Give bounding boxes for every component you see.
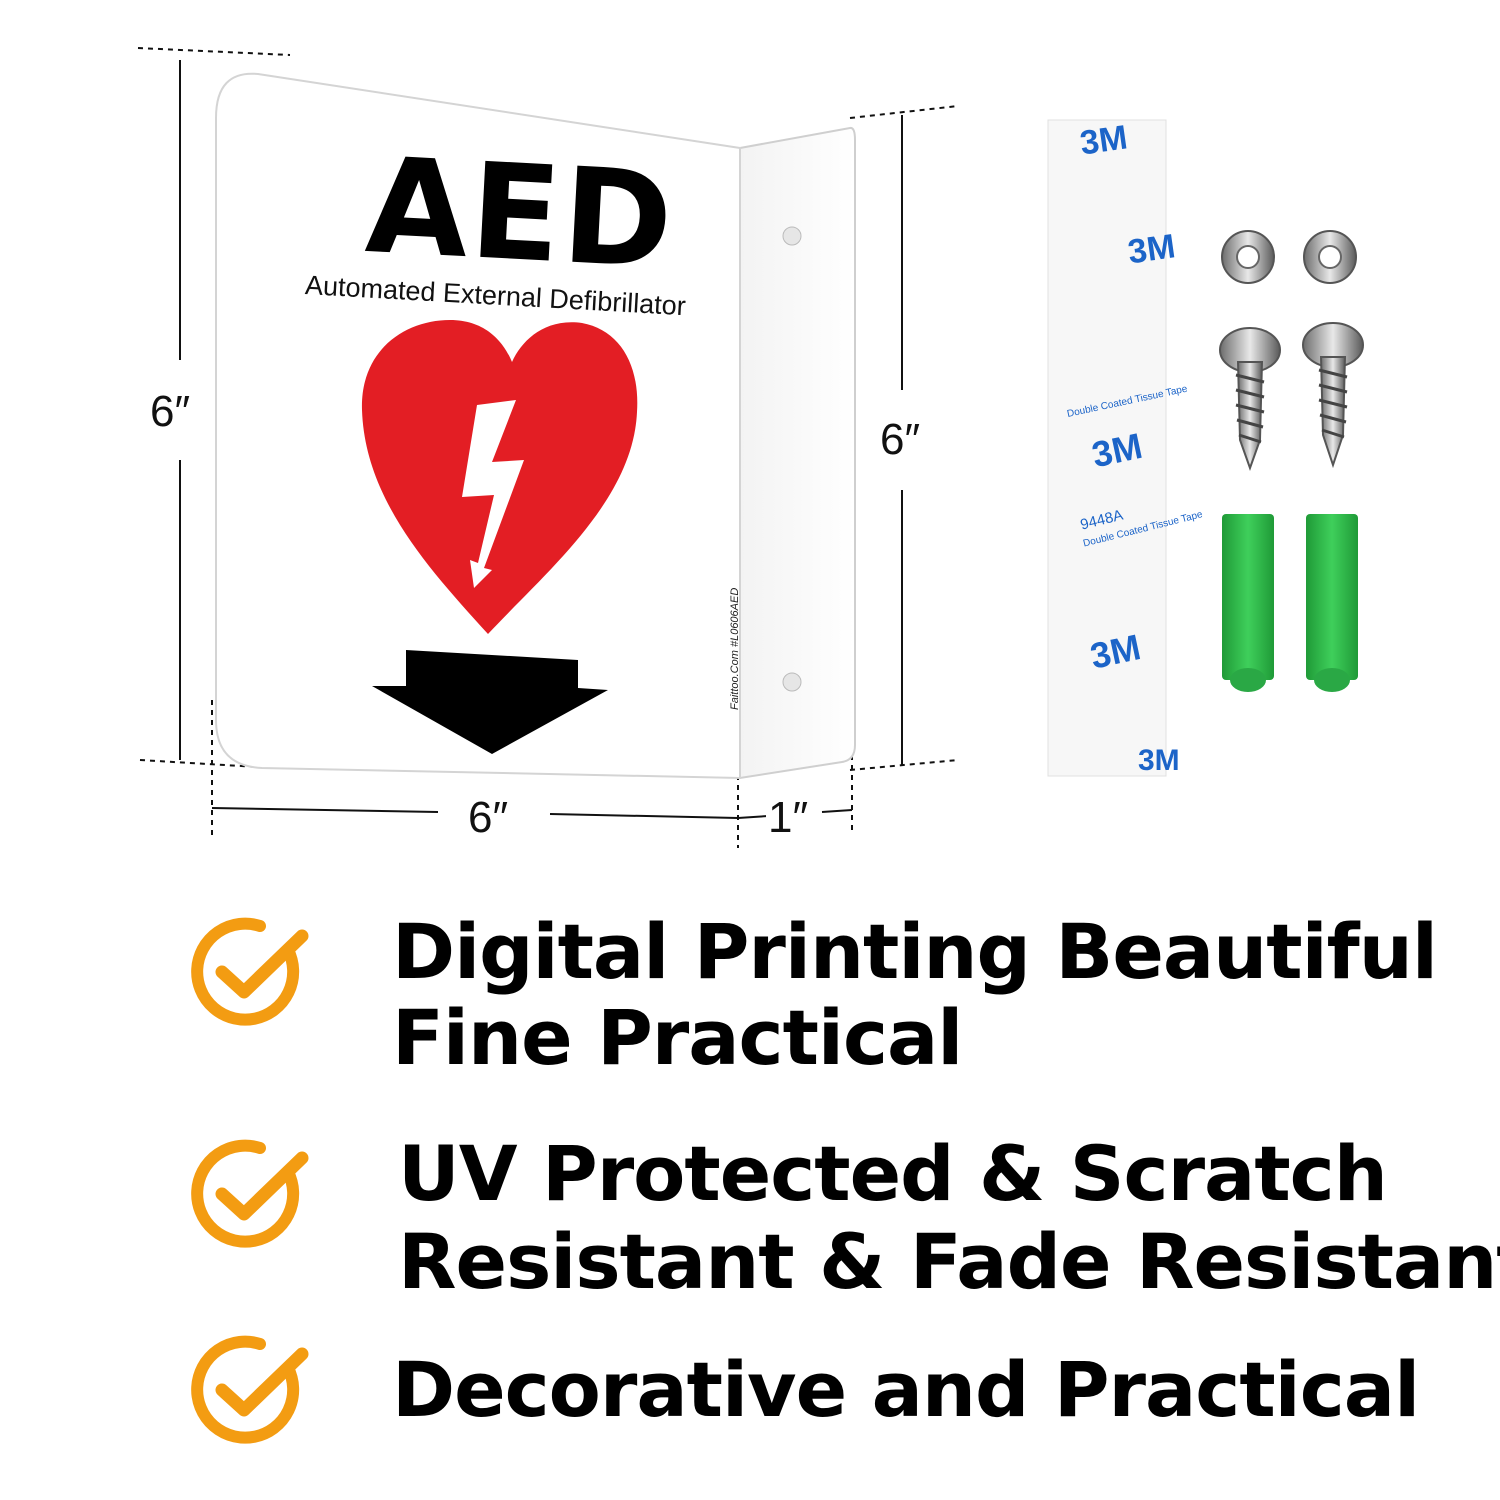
screw-icon — [1302, 322, 1364, 469]
dimension-width-side: 1″ — [766, 793, 811, 842]
arrow-down-icon — [372, 650, 608, 754]
check-circle-icon — [191, 1335, 309, 1444]
wall-anchor-icon — [1222, 514, 1274, 692]
lightning-bolt-icon — [462, 400, 524, 588]
feature-text-line2: Fine Practical — [392, 993, 963, 1082]
dimension-height-left: 6″ — [144, 390, 197, 434]
feature-text-line1: Decorative and Practical — [392, 1345, 1420, 1434]
dimension-guides — [137, 47, 959, 848]
tape-brand-mark: 3M — [1078, 118, 1130, 162]
feature-text-line2: Resistant & Fade Resistant — [398, 1217, 1500, 1306]
dimension-height-right: 6″ — [874, 418, 927, 462]
adhesive-tape-strip — [1047, 119, 1167, 777]
check-circle-icon — [191, 917, 309, 1026]
dimension-width-front: 6″ — [462, 796, 515, 840]
feature-text-line1: UV Protected & Scratch — [398, 1129, 1388, 1218]
tape-brand-mark: 3M — [1126, 227, 1178, 271]
wall-anchor-icon — [1306, 514, 1358, 692]
mount-hole-bottom — [782, 672, 802, 692]
tape-brand-mark: 3M — [1138, 744, 1180, 777]
tape-brand-mark: 3M — [1087, 626, 1144, 677]
tape-brand-mark: 3M — [1088, 425, 1145, 476]
mount-hole-top — [782, 226, 802, 246]
sign-side-panel — [739, 126, 856, 780]
washer-icon — [1303, 230, 1357, 284]
screw-icon — [1219, 327, 1281, 471]
sign-side-text: Faittoo.Com #L0606AED — [729, 587, 741, 710]
feature-text-line1: Digital Printing Beautiful — [392, 907, 1438, 996]
sign-title: AED — [362, 129, 679, 299]
check-circle-icon — [191, 1139, 309, 1248]
product-illustration: 3M 3M 3M 3M 3M 9448A Double Coated Tissu… — [137, 47, 1364, 848]
washer-icon — [1221, 230, 1275, 284]
